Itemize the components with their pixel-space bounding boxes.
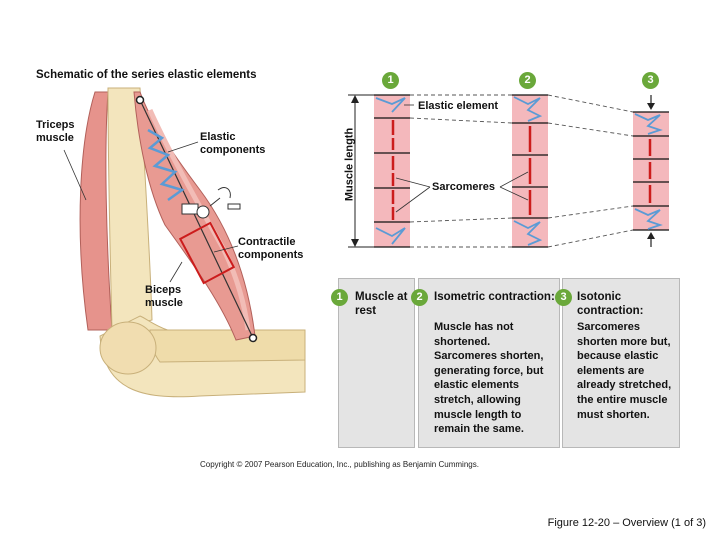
label-muscle-length: Muscle length [343,127,356,202]
insertion-pin [248,333,258,343]
rotation-arrow [217,187,231,199]
dashed-connectors [409,94,634,248]
compress-arrowhead-top [647,103,655,110]
muscle-length-arrowhead-top [351,95,359,103]
panel-3-heading: Isotonic contraction: [577,291,644,317]
elastic-bottom-3 [634,208,663,230]
panel-3-body: Sarcomeres shorten more but, because ela… [577,321,672,421]
forearm-upper-bone [149,329,306,363]
panel-1-heading: Muscle at rest [355,291,408,317]
origin-pin [135,95,145,105]
step-badge-2: 2 [519,72,536,89]
leader-triceps [63,149,87,201]
panel-2-body: Muscle has not shortened. Sarcomeres sho… [434,321,544,436]
panel-rest [338,278,415,448]
elastic-top-2 [513,96,543,122]
contractile-mechanism-icon [181,197,241,219]
figure-caption: Figure 12-20 – Overview (1 of 3) [547,517,706,529]
panel-2-heading: Isometric contraction: [434,291,555,303]
contractile-box [178,221,236,285]
step-badge-3: 3 [642,72,659,89]
panel-badge-1: 1 [331,289,348,306]
panel-badge-3: 3 [555,289,572,306]
elastic-top-1 [375,97,406,113]
sarcomere-lines-1 [374,94,410,248]
leader-contractile [213,245,239,253]
muscle-length-arrowhead-bottom [351,239,359,247]
compress-arrowhead-bottom [647,232,655,239]
sarcomere-leaders [395,171,529,213]
elbow-joint [99,321,157,375]
panel-isotonic [562,278,680,448]
diagram-title: Schematic of the series elastic elements [36,69,257,81]
elastic-bottom-1 [375,227,406,245]
leader-elastic [167,141,199,153]
label-contractile-components: Contractile components [238,236,304,261]
label-biceps: Biceps muscle [145,284,183,309]
panel-isometric [418,278,560,448]
elastic-spring [147,128,185,202]
label-sarcomeres: Sarcomeres [432,181,495,193]
label-elastic-element: Elastic element [416,100,501,113]
sarcomere-lines-2 [512,94,548,248]
leader-biceps [169,261,183,283]
elastic-top-3 [634,113,663,135]
step-badge-1: 1 [382,72,399,89]
copyright-text: Copyright © 2007 Pearson Education, Inc.… [200,460,479,469]
sarcomere-lines-3 [633,111,669,231]
label-triceps: Triceps muscle [36,119,75,144]
label-elastic-components: Elastic components [200,131,266,156]
elastic-bottom-2 [513,220,543,246]
panel-badge-2: 2 [411,289,428,306]
